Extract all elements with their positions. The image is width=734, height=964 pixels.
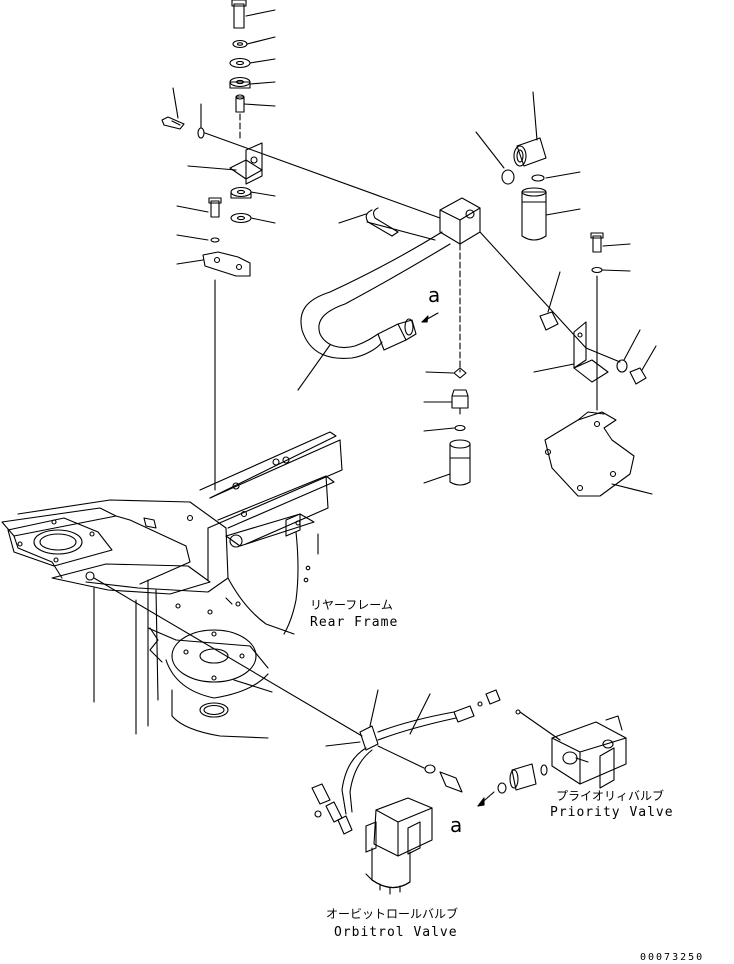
connection-mark-upper: a [428,283,440,307]
rear-frame-label-en: Rear Frame [310,615,398,630]
orbitrol-valve-label-jp: オービットロールバルブ [326,906,458,921]
hose-assembly [297,91,581,486]
top-bolt-stack [229,0,276,141]
priority-valve-label-en: Priority Valve [550,805,674,820]
rear-frame [1,431,363,739]
right-bracket-assembly [479,231,657,497]
priority-valve-label-jp: プライオリィバルブ [556,788,664,803]
orbitrol-valve-label-en: Orbitrol Valve [334,925,458,940]
upper-bracket-assembly [161,87,441,491]
drawing-number: 00073250 [640,952,704,963]
connection-mark-lower: a [450,813,462,837]
lower-valve-assembly [311,689,627,895]
rear-frame-label-jp: リヤーフレーム [310,598,393,612]
